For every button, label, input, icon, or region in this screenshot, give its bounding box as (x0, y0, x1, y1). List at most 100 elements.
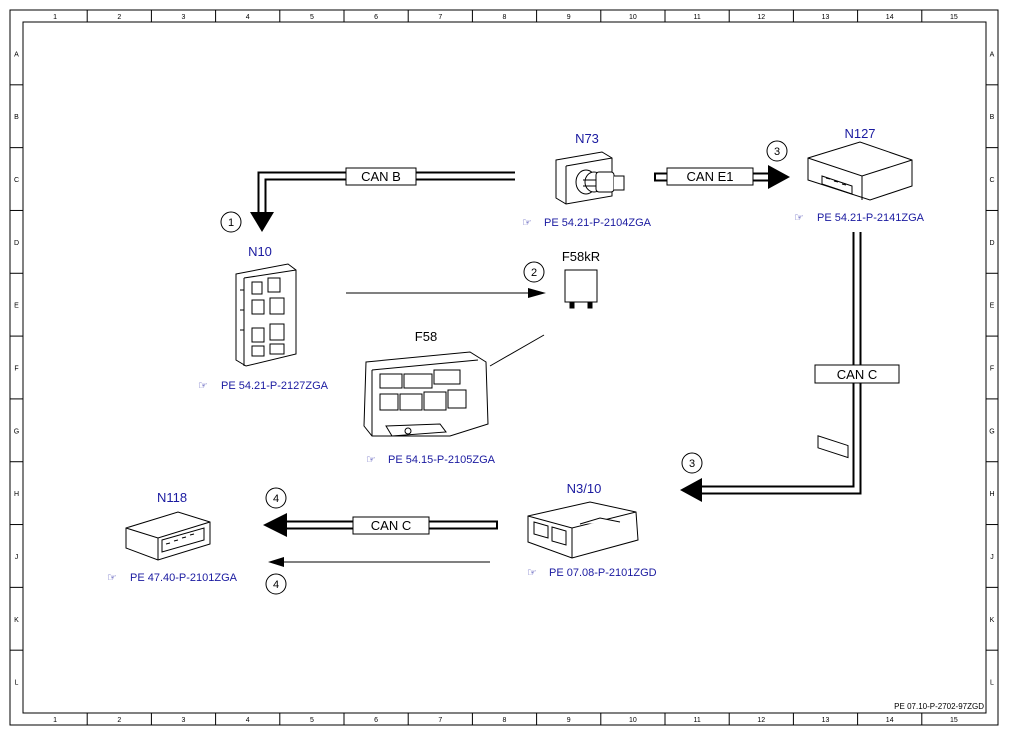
f58kr-component[interactable]: F58kR (562, 249, 600, 309)
row-letter-right: K (990, 617, 995, 624)
svg-text:4: 4 (273, 493, 279, 505)
can-e1-arrowhead (768, 165, 790, 189)
row-letter-left: J (15, 554, 19, 561)
n3-10-label: N3/10 (567, 481, 602, 496)
f58-component[interactable]: F58 ☞ PE 54.15-P-2105ZGA (363, 329, 496, 466)
row-letter-right: H (989, 491, 994, 498)
row-letter-right: G (989, 428, 994, 435)
marker-3-top: 3 (766, 140, 788, 162)
can-e1-label: CAN E1 (687, 169, 734, 184)
hand-pointer-icon: ☞ (107, 572, 117, 584)
n73-label: N73 (575, 131, 599, 146)
n118-component[interactable]: N118 ☞ PE 47.40-P-2101ZGA (107, 490, 238, 584)
n127-reference[interactable]: ☞ PE 54.21-P-2141ZGA (794, 212, 925, 224)
can-b-label: CAN B (361, 169, 401, 184)
column-number-bottom: 5 (310, 717, 314, 724)
control-module-illustration (807, 141, 913, 459)
f58-to-relay-line (489, 334, 545, 367)
column-number-top: 4 (246, 14, 250, 21)
can-b-label-box (345, 167, 417, 186)
row-letter-left: D (14, 240, 19, 247)
n10-component[interactable]: N10 ☞ PE 54.21-P-2127ZGA (198, 244, 329, 392)
n118-label: N118 (157, 490, 187, 505)
row-letter-left: C (14, 177, 19, 184)
svg-text:3: 3 (689, 458, 695, 470)
column-number-bottom: 15 (950, 717, 958, 724)
n3-10-reference[interactable]: ☞ PE 07.08-P-2101ZGD (527, 567, 657, 579)
row-letter-left: A (14, 51, 19, 58)
f58-label: F58 (415, 329, 437, 344)
hand-pointer-icon: ☞ (527, 567, 537, 579)
marker-4-top: 4 (265, 487, 287, 509)
marker-4-bottom: 4 (265, 573, 287, 595)
can-c-right-label: CAN C (837, 367, 877, 382)
n3-10-component[interactable]: N3/10 ☞ PE 07.08-P-2101ZGD (527, 481, 657, 579)
f58-ref-text: PE 54.15-P-2105ZGA (388, 454, 496, 466)
n10-reference[interactable]: ☞ PE 54.21-P-2127ZGA (198, 380, 329, 392)
column-number-bottom: 11 (693, 717, 700, 724)
can-c-right-label-box (814, 364, 900, 384)
row-letter-left: H (14, 491, 19, 498)
row-letter-right: A (990, 51, 995, 58)
f58kr-label: F58kR (562, 249, 600, 264)
column-number-bottom: 3 (182, 717, 186, 724)
marker-3-right: 3 (681, 452, 703, 474)
n73-component[interactable]: N73 ☞ PE 54.21-P-2104ZGA (522, 131, 652, 229)
signal-line-2 (346, 288, 546, 298)
can-b-connection: CAN B (250, 167, 515, 232)
column-number-bottom: 7 (438, 717, 442, 724)
can-c-bottom-connection: CAN C (263, 513, 498, 537)
column-number-top: 14 (886, 14, 894, 21)
n73-reference[interactable]: ☞ PE 54.21-P-2104ZGA (522, 217, 652, 229)
can-c-bottom-label-box (352, 516, 430, 535)
row-letter-right: D (989, 240, 994, 247)
engine-control-unit-illustration (527, 501, 639, 559)
inner-frame (22, 21, 987, 714)
f58-reference[interactable]: ☞ PE 54.15-P-2105ZGA (366, 454, 496, 466)
row-letter-left: G (14, 428, 19, 435)
column-number-top: 5 (310, 14, 314, 21)
n118-reference[interactable]: ☞ PE 47.40-P-2101ZGA (107, 572, 238, 584)
row-letter-right: L (990, 680, 994, 687)
n10-label: N10 (248, 244, 272, 259)
row-letter-right: B (990, 114, 995, 121)
column-number-bottom: 9 (567, 717, 571, 724)
n127-component[interactable]: N127 ☞ PE 54.21-P-2141ZGA (794, 126, 925, 459)
column-number-bottom: 8 (503, 717, 507, 724)
column-number-top: 9 (567, 14, 571, 21)
can-c-bottom-label: CAN C (371, 518, 411, 533)
column-number-top: 15 (950, 14, 958, 21)
column-number-top: 2 (117, 14, 121, 21)
n118-ref-text: PE 47.40-P-2101ZGA (130, 572, 238, 584)
n127-label: N127 (844, 126, 875, 141)
row-letter-left: K (14, 617, 19, 624)
column-number-bottom: 4 (246, 717, 250, 724)
hand-pointer-icon: ☞ (794, 212, 804, 224)
relay-illustration (564, 269, 598, 309)
row-letter-left: B (14, 114, 19, 121)
column-number-bottom: 10 (629, 717, 637, 724)
row-letter-right: E (990, 303, 995, 310)
hand-pointer-icon: ☞ (366, 454, 376, 466)
can-e1-connection: CAN E1 (654, 165, 790, 189)
column-number-top: 13 (822, 14, 830, 21)
column-number-top: 6 (374, 14, 378, 21)
n3-10-ref-text: PE 07.08-P-2101ZGD (549, 567, 657, 579)
column-number-top: 11 (693, 14, 700, 21)
can-c-bottom-arrowhead (263, 513, 287, 537)
can-c-right-connection: CAN C (680, 232, 900, 502)
row-letter-left: L (15, 680, 19, 687)
n10-ref-text: PE 54.21-P-2127ZGA (221, 380, 329, 392)
column-number-top: 12 (757, 14, 765, 21)
hand-pointer-icon: ☞ (522, 217, 532, 229)
document-id: PE 07.10-P-2702-97ZGD (894, 702, 984, 711)
marker-1: 1 (220, 211, 242, 233)
column-number-bottom: 1 (53, 717, 57, 724)
n73-ref-text: PE 54.21-P-2104ZGA (544, 217, 652, 229)
row-letter-left: E (14, 303, 19, 310)
column-number-bottom: 6 (374, 717, 378, 724)
marker-2: 2 (523, 261, 545, 283)
